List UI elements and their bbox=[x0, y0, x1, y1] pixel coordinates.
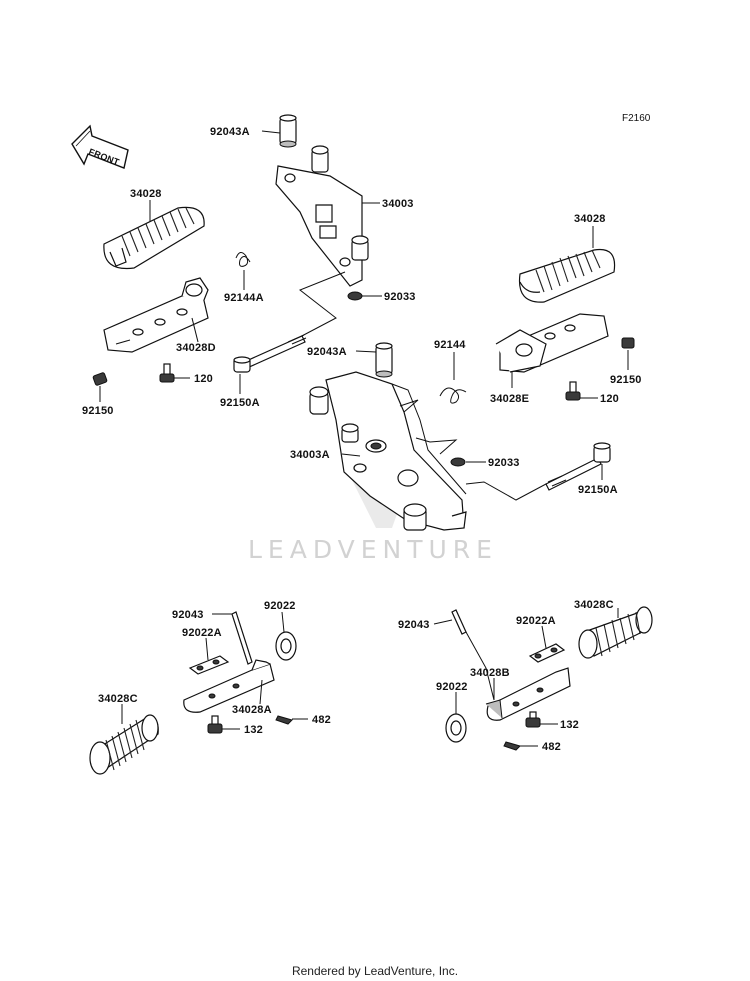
plate-92022A-right bbox=[528, 643, 566, 663]
label-34028E: 34028E bbox=[490, 393, 529, 405]
bracket-34003 bbox=[275, 145, 369, 287]
label-34028B: 34028B bbox=[470, 667, 510, 679]
label-92144: 92144 bbox=[434, 339, 466, 351]
label-34028C-left: 34028C bbox=[98, 693, 138, 705]
clip-92033-top bbox=[347, 291, 363, 301]
clip-92033-mid bbox=[450, 457, 466, 467]
footpeg-rubber-34028-left bbox=[103, 206, 205, 270]
label-92033-top: 92033 bbox=[384, 291, 416, 303]
footpeg-34028E bbox=[495, 313, 609, 373]
spring-92144 bbox=[439, 387, 467, 404]
footpeg-rubber-34028-right bbox=[518, 248, 616, 303]
label-120-right: 120 bbox=[600, 393, 619, 405]
figure-code: F2160 bbox=[622, 113, 651, 124]
label-34028C-right: 34028C bbox=[574, 599, 614, 611]
label-92043-right: 92043 bbox=[398, 619, 430, 631]
bracket-34003A bbox=[309, 371, 467, 531]
label-92150A-left: 92150A bbox=[220, 397, 260, 409]
label-34003A: 34003A bbox=[290, 449, 330, 461]
spring-92144A bbox=[235, 252, 251, 267]
washer-92022-left bbox=[275, 631, 297, 661]
pin-92043-right bbox=[451, 609, 467, 635]
label-34028-left: 34028 bbox=[130, 188, 162, 200]
label-92150-right: 92150 bbox=[610, 374, 642, 386]
bolt-120-left bbox=[159, 363, 175, 383]
clip-482-left bbox=[275, 715, 293, 725]
clip-482-right bbox=[503, 741, 521, 751]
label-92022A-left: 92022A bbox=[182, 627, 222, 639]
label-34028-right: 34028 bbox=[574, 213, 606, 225]
bolt-92150A-left bbox=[233, 334, 307, 373]
label-34003: 34003 bbox=[382, 198, 414, 210]
footpeg-rubber-34028C-left bbox=[89, 714, 159, 775]
bolt-132-right bbox=[525, 711, 541, 728]
bolt-92150-left bbox=[92, 372, 108, 386]
watermark-text: LEADVENTURE bbox=[248, 535, 498, 564]
pin-92043A-top bbox=[279, 114, 297, 148]
label-132-right: 132 bbox=[560, 719, 579, 731]
label-92022-left: 92022 bbox=[264, 600, 296, 612]
label-92043A-mid: 92043A bbox=[307, 346, 347, 358]
footpeg-rubber-34028C-right bbox=[578, 606, 653, 659]
bolt-92150A-right bbox=[545, 442, 611, 491]
label-482-left: 482 bbox=[312, 714, 331, 726]
label-92043-left: 92043 bbox=[172, 609, 204, 621]
footer-text: Rendered by LeadVenture, Inc. bbox=[292, 964, 458, 978]
front-arrow-icon: FRONT bbox=[71, 124, 129, 169]
label-92150-left: 92150 bbox=[82, 405, 114, 417]
label-34028D: 34028D bbox=[176, 342, 216, 354]
washer-92022-right bbox=[445, 713, 467, 743]
plate-92022A-left bbox=[188, 655, 230, 675]
footpeg-34028A bbox=[183, 659, 275, 713]
label-92150A-right: 92150A bbox=[578, 484, 618, 496]
label-92043A-top: 92043A bbox=[210, 126, 250, 138]
pin-92043A-mid bbox=[375, 342, 393, 378]
pin-92043-left bbox=[231, 611, 253, 665]
label-132-left: 132 bbox=[244, 724, 263, 736]
footpeg-34028B bbox=[485, 667, 571, 721]
bolt-132-left bbox=[207, 715, 223, 734]
label-92033-mid: 92033 bbox=[488, 457, 520, 469]
label-482-right: 482 bbox=[542, 741, 561, 753]
label-92144A: 92144A bbox=[224, 292, 264, 304]
label-92022A-right: 92022A bbox=[516, 615, 556, 627]
label-34028A: 34028A bbox=[232, 704, 272, 716]
label-120-left: 120 bbox=[194, 373, 213, 385]
bolt-120-right bbox=[565, 381, 581, 401]
bolt-92150-right bbox=[621, 337, 635, 349]
footpeg-34028D bbox=[103, 277, 209, 353]
label-92022-right: 92022 bbox=[436, 681, 468, 693]
